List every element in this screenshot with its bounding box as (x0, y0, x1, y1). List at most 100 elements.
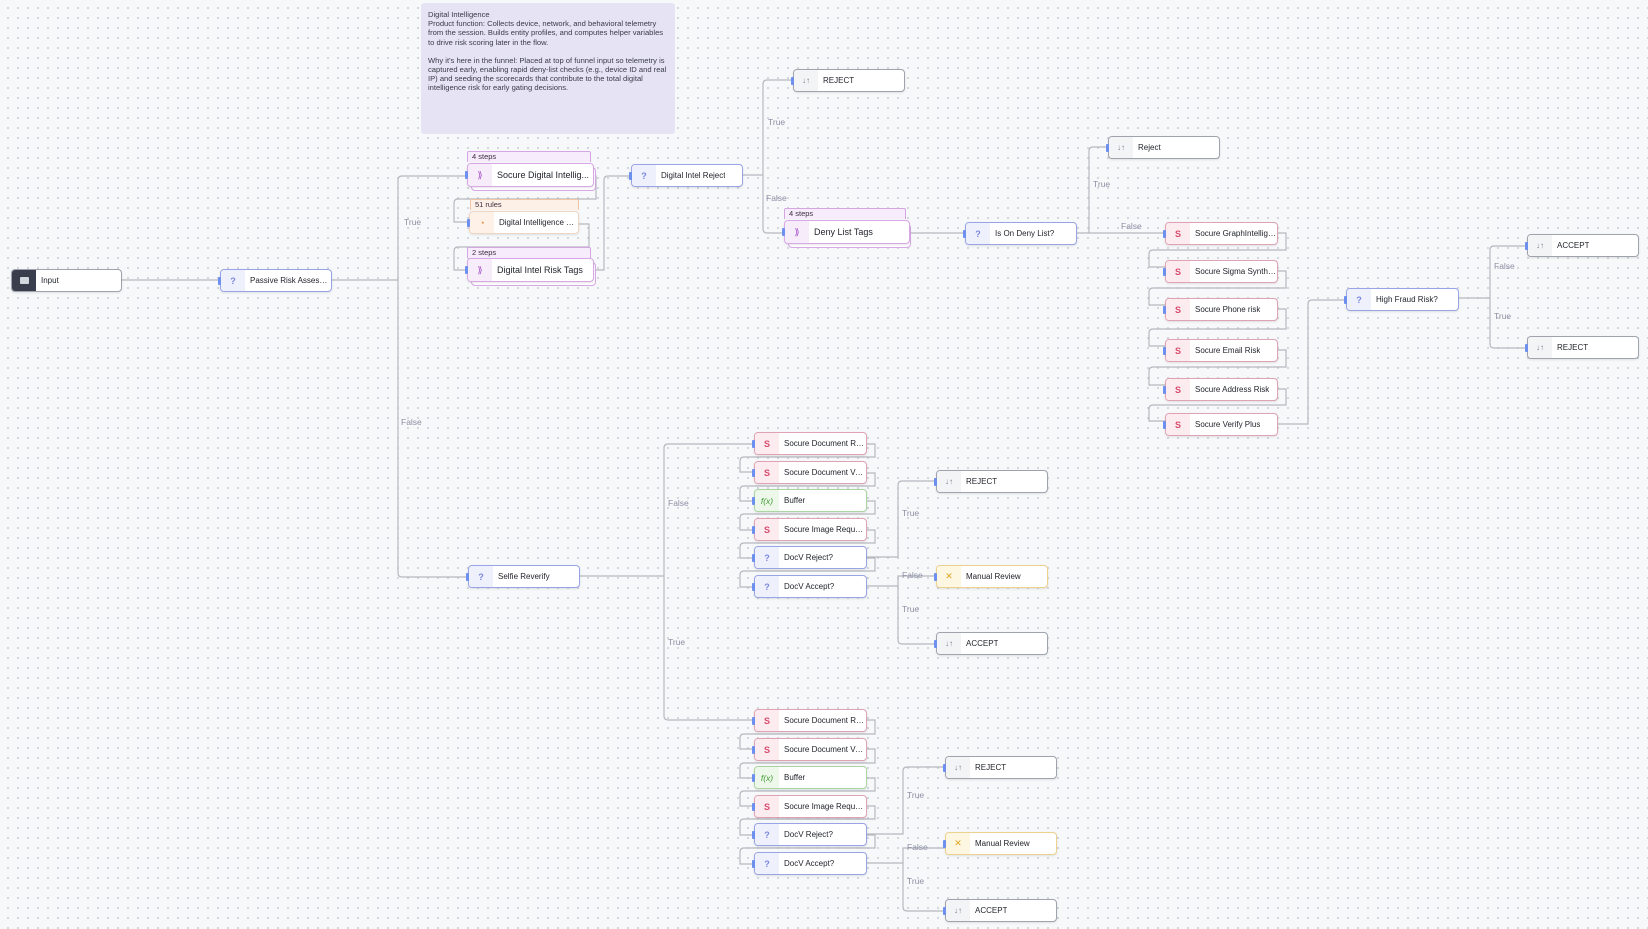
input-handle[interactable] (752, 803, 755, 811)
node-socure-address-risk[interactable]: S Socure Address Risk (1163, 378, 1278, 401)
input-handle[interactable] (752, 554, 755, 562)
node-b-accept[interactable]: ↓↑ ACCEPT (943, 899, 1057, 922)
input-handle[interactable] (1163, 386, 1166, 394)
node-a-socure-image-request[interactable]: S Socure Image Reques... (752, 518, 867, 541)
input-handle[interactable] (465, 171, 468, 179)
node-label: DocV Reject? (784, 553, 833, 562)
node-label: Digital Intel Risk Tags (497, 265, 583, 275)
node-socure-email-risk[interactable]: S Socure Email Risk (1163, 339, 1278, 362)
input-handle[interactable] (218, 277, 221, 285)
input-handle[interactable] (752, 526, 755, 534)
subflow-icon: ⟫ (468, 164, 492, 186)
scorecard-icon: ◔ (470, 212, 494, 233)
input-handle[interactable] (466, 573, 469, 581)
input-handle[interactable] (752, 497, 755, 505)
input-handle[interactable] (752, 860, 755, 868)
input-handle[interactable] (943, 764, 946, 772)
input-handle[interactable] (782, 228, 785, 236)
node-a-docv-reject[interactable]: ? DocV Reject? (752, 546, 867, 569)
input-handle[interactable] (1163, 306, 1166, 314)
input-handle[interactable] (752, 583, 755, 591)
input-handle[interactable] (943, 840, 946, 848)
input-handle[interactable] (752, 746, 755, 754)
input-handle[interactable] (934, 478, 937, 486)
edge (867, 480, 936, 558)
input-handle[interactable] (1163, 347, 1166, 355)
node-reject-high-fraud[interactable]: ↓↑ REJECT (1525, 336, 1639, 359)
input-handle[interactable] (752, 440, 755, 448)
node-b-socure-document-request[interactable]: S Socure Document Re... (752, 709, 867, 732)
node-digital-intel-risk-tags[interactable]: ⟫ Digital Intel Risk Tags (465, 258, 594, 282)
node-socure-graph-intelligence[interactable]: S Socure GraphIntellige... (1163, 222, 1278, 245)
node-accept-high-fraud[interactable]: ↓↑ ACCEPT (1525, 234, 1639, 257)
node-passive-risk-assessment[interactable]: ? Passive Risk Assessm... (218, 269, 332, 292)
node-a-reject[interactable]: ↓↑ REJECT (934, 470, 1048, 493)
input-handle[interactable] (465, 266, 468, 274)
node-input[interactable]: Input (11, 269, 122, 292)
node-label: Reject (1138, 143, 1161, 152)
node-socure-digital-intelligence[interactable]: ⟫ Socure Digital Intellig... (465, 163, 594, 187)
node-socure-verify-plus[interactable]: S Socure Verify Plus (1163, 413, 1278, 436)
input-handle[interactable] (1344, 296, 1347, 304)
node-socure-sigma-synthetic[interactable]: S Socure Sigma Synthet... (1163, 260, 1278, 283)
node-b-buffer[interactable]: f(x) Buffer (752, 766, 867, 789)
node-is-on-deny-list[interactable]: ? Is On Deny List? (963, 222, 1077, 245)
node-label: Socure Sigma Synthet... (1195, 267, 1277, 276)
input-handle[interactable] (752, 469, 755, 477)
node-b-docv-accept[interactable]: ? DocV Accept? (752, 852, 867, 875)
node-a-buffer[interactable]: f(x) Buffer (752, 489, 867, 512)
input-handle[interactable] (1163, 230, 1166, 238)
node-b-socure-image-request[interactable]: S Socure Image Reques... (752, 795, 867, 818)
question-icon: ? (755, 576, 779, 597)
edge (663, 576, 754, 721)
input-handle[interactable] (934, 573, 937, 581)
terminal-icon: ↓↑ (1528, 337, 1552, 358)
input-handle[interactable] (1106, 144, 1109, 152)
node-deny-list-tags[interactable]: ⟫ Deny List Tags (782, 220, 910, 244)
node-a-docv-accept[interactable]: ? DocV Accept? (752, 575, 867, 598)
node-selfie-reverify[interactable]: ? Selfie Reverify (466, 565, 580, 588)
input-handle[interactable] (1163, 421, 1166, 429)
node-b-socure-document-verify[interactable]: S Socure Document Ver... (752, 738, 867, 761)
terminal-icon: ↓↑ (1109, 137, 1133, 158)
socure-icon: S (755, 710, 779, 731)
input-handle[interactable] (752, 774, 755, 782)
sticky-note[interactable]: Digital Intelligence Product function: C… (421, 3, 675, 134)
node-label: Deny List Tags (814, 227, 873, 237)
node-socure-phone-risk[interactable]: S Socure Phone risk (1163, 298, 1278, 321)
node-a-accept[interactable]: ↓↑ ACCEPT (934, 632, 1048, 655)
node-label: Buffer (784, 773, 806, 782)
node-a-manual-review[interactable]: ✕ Manual Review (934, 565, 1048, 588)
input-handle[interactable] (963, 230, 966, 238)
node-reject-digital-intel[interactable]: ↓↑ REJECT (791, 69, 905, 92)
input-handle[interactable] (1163, 268, 1166, 276)
input-handle[interactable] (943, 907, 946, 915)
node-label: Socure Verify Plus (1195, 420, 1261, 429)
socure-icon: S (755, 519, 779, 540)
node-label: Socure Document Re... (784, 439, 866, 448)
input-handle[interactable] (467, 219, 470, 227)
input-handle[interactable] (1525, 344, 1528, 352)
terminal-icon: ↓↑ (937, 471, 961, 492)
input-handle[interactable] (752, 717, 755, 725)
socure-icon: S (1166, 261, 1190, 282)
input-handle[interactable] (629, 172, 632, 180)
edge-label-false: False (902, 570, 923, 580)
node-digital-intel-reject[interactable]: ? Digital Intel Reject (629, 164, 743, 187)
function-icon: f(x) (755, 490, 779, 511)
node-high-fraud-risk[interactable]: ? High Fraud Risk? (1344, 288, 1459, 311)
node-a-socure-document-verify[interactable]: S Socure Document Ver... (752, 461, 867, 484)
node-b-docv-reject[interactable]: ? DocV Reject? (752, 823, 867, 846)
node-b-manual-review[interactable]: ✕ Manual Review (943, 832, 1057, 855)
node-label: Socure Document Re... (784, 716, 866, 725)
node-label: Manual Review (975, 839, 1030, 848)
input-handle[interactable] (791, 77, 794, 85)
node-a-socure-document-request[interactable]: S Socure Document Re... (752, 432, 867, 455)
node-digital-intelligence-scorecard[interactable]: ◔ Digital Intelligence Sc... (467, 211, 579, 234)
question-icon: ? (632, 165, 656, 186)
node-reject-deny-list[interactable]: ↓↑ Reject (1106, 136, 1220, 159)
input-handle[interactable] (752, 831, 755, 839)
input-handle[interactable] (934, 640, 937, 648)
node-b-reject[interactable]: ↓↑ REJECT (943, 756, 1057, 779)
input-handle[interactable] (1525, 242, 1528, 250)
